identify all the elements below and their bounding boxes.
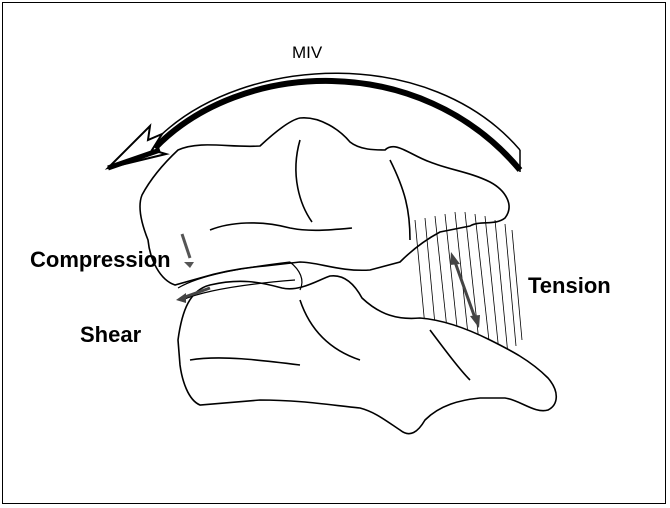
tension-label: Tension (528, 275, 611, 297)
shear-label: Shear (80, 324, 141, 346)
tension-double-arrow-icon (450, 252, 480, 328)
compression-label: Compression (30, 249, 171, 271)
lower-vertebra (178, 276, 556, 434)
motion-label: MIV (292, 44, 322, 61)
